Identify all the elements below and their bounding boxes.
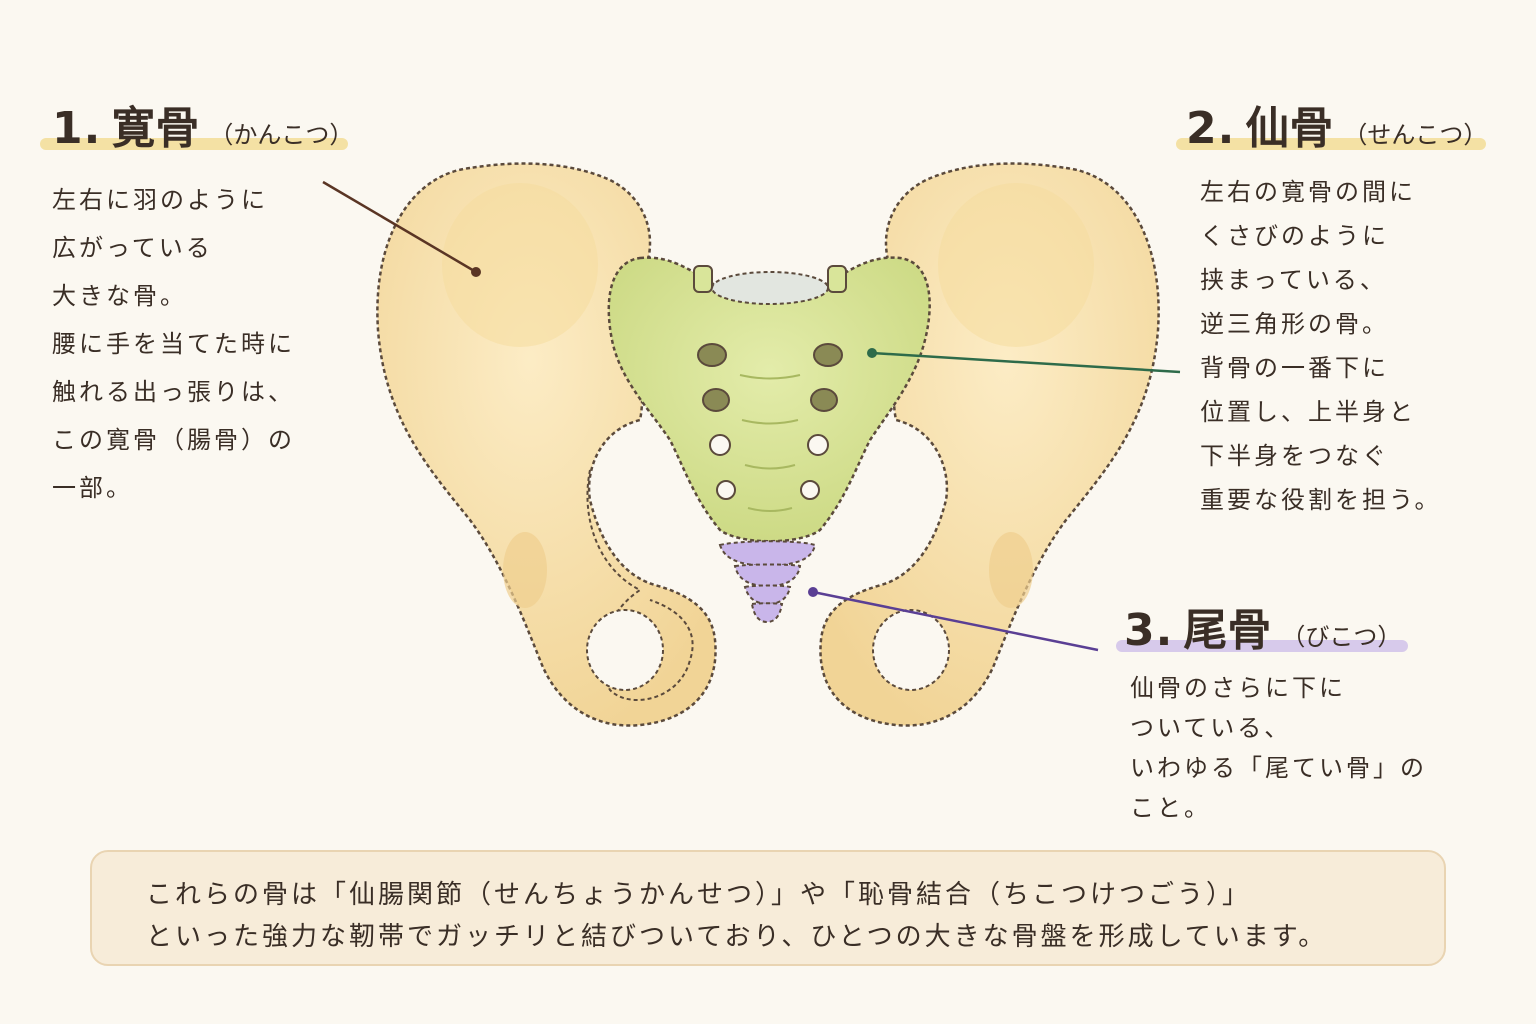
left-hip-bone <box>376 162 717 727</box>
description-line: 下半身をつなぐ <box>1200 442 1389 470</box>
description-line: こと。 <box>1130 794 1211 822</box>
sacrum-title-underline <box>1176 138 1486 150</box>
sacrum-title: 2. 仙骨 （せんこつ） <box>1186 92 1487 156</box>
right-hip-bone <box>819 162 1160 727</box>
description-line: 触れる出っ張りは、 <box>52 378 295 406</box>
summary-box: これらの骨は「仙腸関節（せんちょうかんせつ）」や「恥骨結合（ちこつけつごう）」 … <box>90 850 1446 966</box>
description-line: 一部。 <box>52 474 133 502</box>
coccyx-reading: （びこつ） <box>1281 623 1402 651</box>
description-line: 腰に手を当てた時に <box>52 330 295 358</box>
description-line: 左右の寛骨の間に <box>1200 178 1416 206</box>
sacrum-description: 左右の寛骨の間に くさびのように 挟まっている、 逆三角形の骨。 背骨の一番下に… <box>1200 170 1442 522</box>
description-line: 逆三角形の骨。 <box>1200 310 1389 338</box>
description-line: 仙骨のさらに下に <box>1130 674 1346 702</box>
description-line: 重要な役割を担う。 <box>1200 486 1442 514</box>
coccyx-title: 3. 尾骨 （びこつ） <box>1124 594 1401 658</box>
sacrum-bone <box>607 256 931 543</box>
coccyx-title-underline <box>1116 640 1408 652</box>
description-line: ついている、 <box>1130 714 1292 742</box>
ilium-description: 左右に羽のように 広がっている 大きな骨。 腰に手を当てた時に 触れる出っ張りは… <box>52 176 295 512</box>
description-line: 背骨の一番下に <box>1200 354 1389 382</box>
ilium-title-underline <box>40 138 348 150</box>
description-line: いわゆる「尾てい骨」の <box>1130 754 1427 782</box>
description-line: この寛骨（腸骨）の <box>52 426 295 454</box>
leader-line-ilium <box>322 180 481 277</box>
coccyx-number: 3. <box>1124 605 1174 656</box>
description-line: 大きな骨。 <box>52 282 187 310</box>
coccyx-name: 尾骨 <box>1183 605 1272 656</box>
description-line: くさびのように <box>1200 222 1389 250</box>
description-line: 左右に羽のように <box>52 186 268 214</box>
ilium-title: 1. 寛骨 （かんこつ） <box>52 92 353 156</box>
coccyx-description: 仙骨のさらに下に ついている、 いわゆる「尾てい骨」の こと。 <box>1130 668 1427 828</box>
sacrum-reading: （せんこつ） <box>1343 121 1488 149</box>
description-line: 挟まっている、 <box>1200 266 1387 294</box>
leader-line-coccyx <box>808 587 1099 652</box>
sacrum-number: 2. <box>1186 103 1236 154</box>
ilium-name: 寛骨 <box>111 103 200 154</box>
sacrum-name: 仙骨 <box>1245 103 1334 154</box>
summary-line-2: といった強力な靭帯でガッチリと結びついており、ひとつの大きな骨盤を形成しています… <box>146 922 1328 952</box>
description-line: 位置し、上半身と <box>1200 398 1416 426</box>
ilium-reading: （かんこつ） <box>209 121 354 149</box>
coccyx-bone <box>718 540 817 624</box>
summary-line-1: これらの骨は「仙腸関節（せんちょうかんせつ）」や「恥骨結合（ちこつけつごう）」 <box>146 880 1252 910</box>
description-line: 広がっている <box>52 234 213 262</box>
leader-line-sacrum <box>867 348 1181 374</box>
ilium-number: 1. <box>52 103 102 154</box>
